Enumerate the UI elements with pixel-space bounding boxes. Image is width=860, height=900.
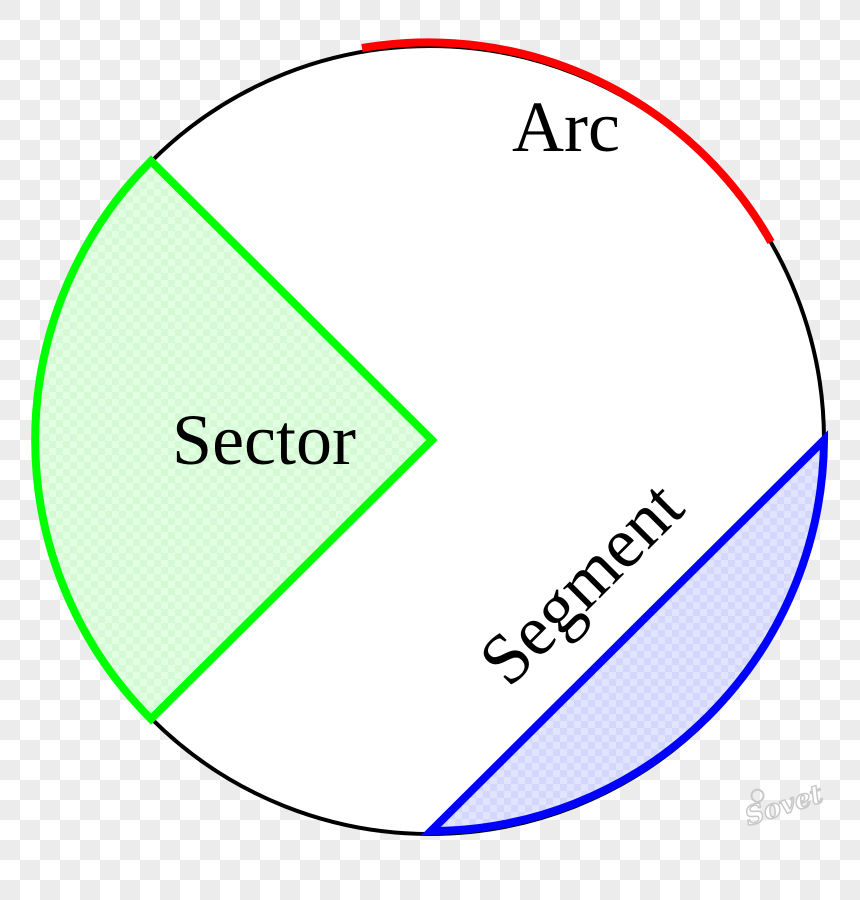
sector-label: Sector bbox=[172, 400, 356, 480]
arc-highlight-icon bbox=[361, 38, 775, 244]
sector-wedge-icon bbox=[31, 155, 438, 725]
segment-chord-icon bbox=[421, 430, 829, 836]
arc-label: Arc bbox=[512, 87, 620, 167]
sector-fill bbox=[35, 161, 432, 719]
